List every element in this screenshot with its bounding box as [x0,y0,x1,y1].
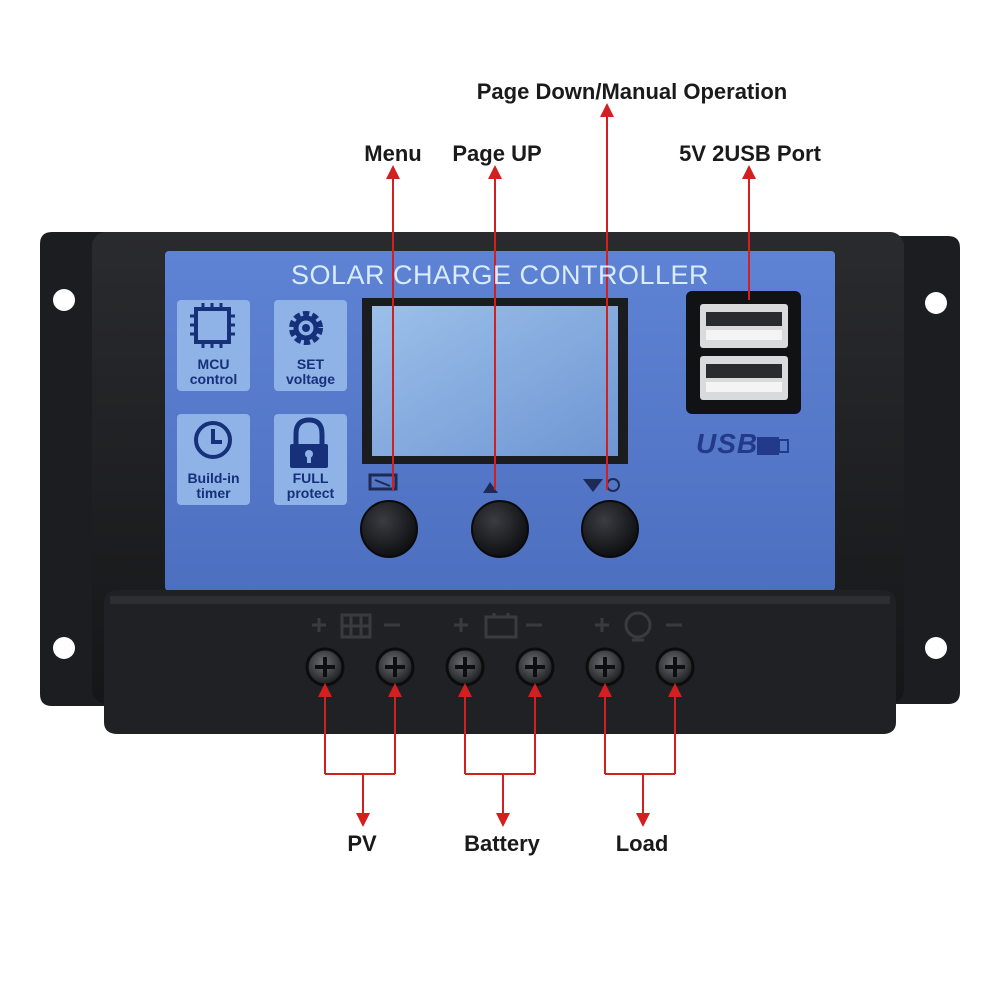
usb-port-upper[interactable] [700,304,788,348]
page-down-button[interactable] [581,500,639,558]
callout-battery: Battery [464,831,540,856]
panel-title: SOLAR CHARGE CONTROLLER [290,260,710,290]
feature-label-protect-line2: protect [286,485,335,501]
feature-label-mcu-line1: MCU [197,356,230,372]
page-up-button[interactable] [471,500,529,558]
feature-tile-set [274,300,347,391]
feature-label-set: SET voltage [274,357,347,387]
callout-arrows-bottom [318,683,682,827]
feature-label-mcu-line2: control [189,371,238,387]
usb-plug-icon [757,437,789,455]
solar-panel-icon [312,613,400,639]
feature-label-protect: FULL protect [274,471,347,501]
pv-bracket [318,683,402,827]
feature-label-protect-line1: FULL [292,470,329,486]
pv-positive-screw[interactable] [305,647,345,687]
battery-negative-screw[interactable] [515,647,555,687]
terminal-housing [104,590,896,734]
usb-logo-text: USB [696,428,759,459]
gear-icon [289,311,323,345]
load-bracket [598,683,682,827]
callout-page-up: Page UP [452,141,542,166]
callout-load: Load [615,831,669,856]
callout-page-down: Page Down/Manual Operation [476,79,788,104]
bulb-icon [595,611,682,642]
feature-label-set-line1: SET [296,356,325,372]
terminal-screws [305,647,695,687]
usb-port-lower[interactable] [700,356,788,400]
callout-arrows-top [386,103,756,490]
callout-usb-port: 5V 2USB Port [679,141,821,166]
feature-label-set-line2: voltage [285,371,335,387]
callout-menu: Menu [364,141,422,166]
feature-tile-protect [274,414,347,505]
menu-button[interactable] [360,500,418,558]
feature-tile-timer [177,414,250,505]
chip-icon [190,303,235,348]
feature-label-timer-line2: timer [196,485,231,501]
feature-tile-mcu [177,300,250,391]
menu-icon [368,473,398,491]
load-positive-screw[interactable] [585,647,625,687]
feature-label-timer: Build-in timer [177,471,250,501]
feature-label-timer-line1: Build-in [187,470,240,486]
battery-bracket [458,683,542,827]
battery-positive-screw[interactable] [445,647,485,687]
feature-label-mcu: MCU control [177,357,250,387]
pv-negative-screw[interactable] [375,647,415,687]
callout-pv: PV [347,831,377,856]
lock-icon [290,417,328,468]
up-arrow-icon [483,482,498,493]
battery-icon [454,613,542,639]
clock-icon [194,421,232,459]
load-negative-screw[interactable] [655,647,695,687]
